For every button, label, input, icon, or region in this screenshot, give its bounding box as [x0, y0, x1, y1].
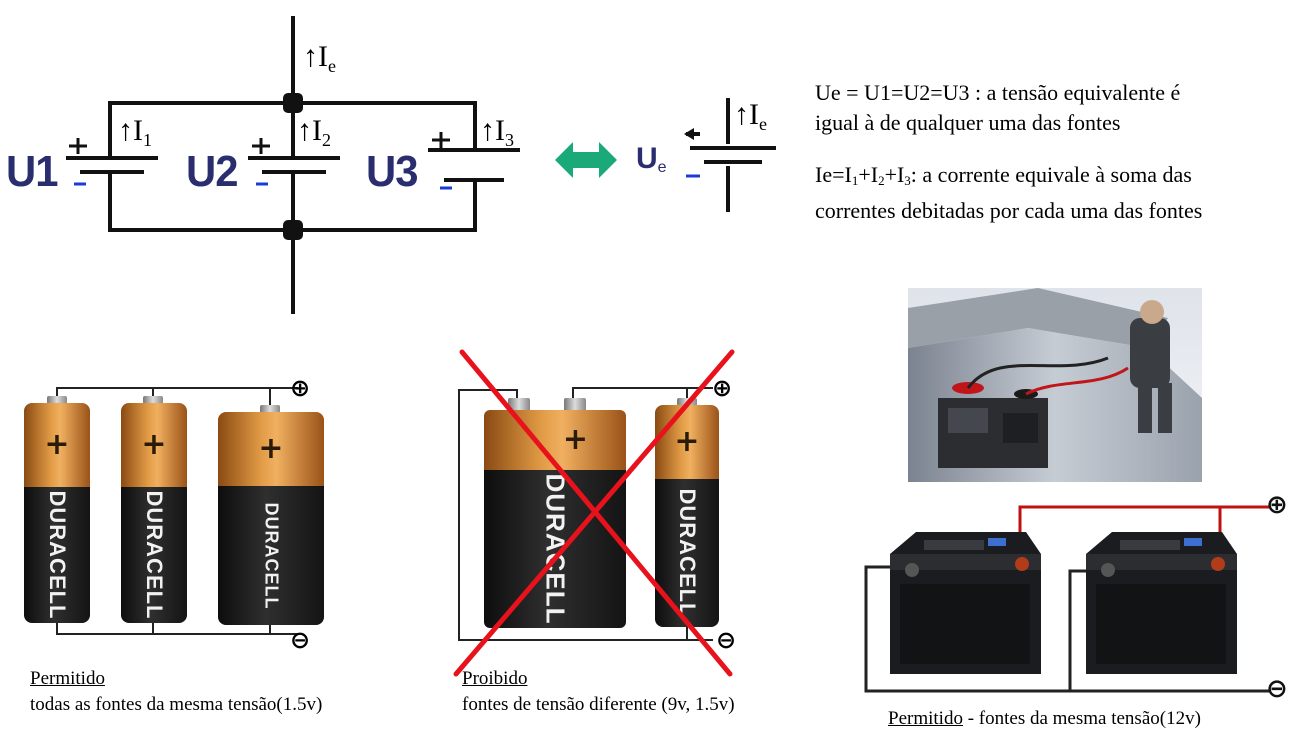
battery-terminal: [508, 398, 530, 412]
voltage-equation-text: Ue = U1=U2=U3 : a tensão equivalente é i…: [815, 80, 1181, 135]
current-label-i3: ↑I3: [480, 114, 514, 151]
source-label-u1: U1: [6, 147, 58, 196]
car-jump-start-photo: [908, 288, 1202, 482]
aa-battery-2: + DURACELL: [121, 403, 187, 623]
equivalent-current-label: ↑Ie: [734, 98, 767, 135]
forbidden-cross-icon: [453, 349, 735, 677]
terminal-plus-icon: ⊕: [712, 374, 733, 402]
junction-bottom: [283, 220, 303, 240]
terminal-minus-icon: ⊖: [1266, 674, 1288, 704]
battery-cap: [143, 396, 163, 404]
terminal-plus-icon: ⊕: [290, 374, 311, 402]
terminal-minus-icon: ⊖: [716, 626, 737, 654]
battery-cap: [260, 405, 280, 413]
current-label-i1: ↑I1: [118, 114, 152, 151]
car-battery-1: [890, 532, 1041, 674]
current-label-ie: ↑Ie: [303, 40, 336, 77]
allowed-aa-caption: Permitido todas as fontes da mesma tensã…: [30, 668, 323, 715]
terminal-plus-icon: ⊕: [1266, 490, 1288, 520]
battery-terminal: [564, 398, 586, 412]
source-label-u3: U3: [366, 147, 418, 196]
junction-top: [283, 93, 303, 113]
c-battery: + DURACELL: [218, 412, 324, 625]
current-label-i2: ↑I2: [297, 114, 331, 151]
allowed-car-caption: Permitido - fontes da mesma tensão(12v): [888, 708, 1201, 729]
current-equation-text: Ie=I1+I2+I3: a corrente equivale à soma …: [815, 162, 1203, 223]
car-battery-2: [1086, 532, 1237, 674]
parallel-circuit-diagram: [66, 16, 520, 314]
equivalent-source-label: Ue: [636, 142, 667, 177]
aa-battery-1: + DURACELL: [24, 403, 90, 623]
source-label-u2: U2: [186, 147, 238, 196]
equivalent-source-symbol: [684, 98, 776, 212]
forbidden-caption: Proibido fontes de tensão diferente (9v,…: [462, 668, 735, 715]
terminal-minus-icon: ⊖: [290, 626, 311, 654]
battery-cap: [47, 396, 67, 404]
equivalence-arrow-icon: [555, 142, 617, 178]
aa-battery-forbidden: + DURACELL: [655, 405, 719, 627]
